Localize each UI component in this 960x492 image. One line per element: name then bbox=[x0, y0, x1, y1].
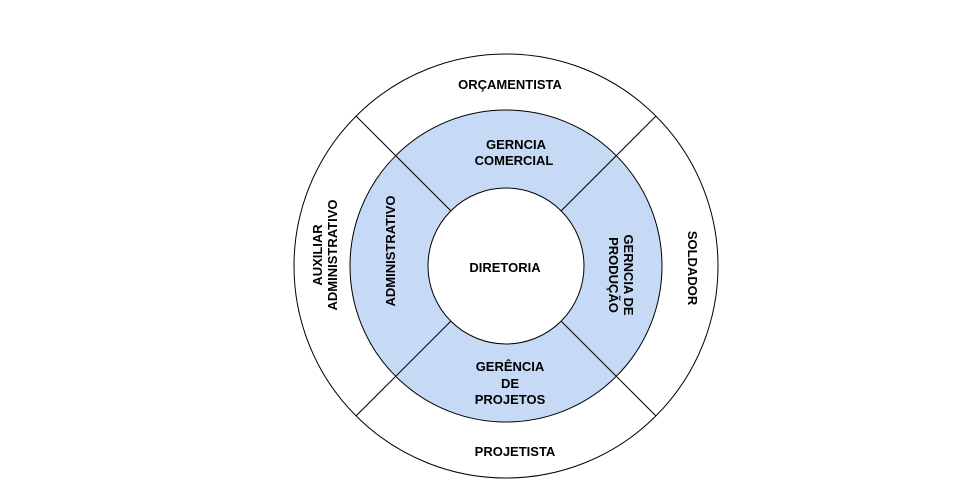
outer-bottom-label: PROJETISTA bbox=[475, 444, 556, 459]
inner-bottom-label-line2: DE bbox=[501, 376, 519, 391]
center-circle bbox=[427, 187, 585, 345]
inner-right-label: GERNCIA DE PRODUÇÃO bbox=[606, 234, 636, 315]
inner-left-label: ADMINISTRATIVO bbox=[383, 196, 398, 307]
inner-top-label-line1: GERNCIA bbox=[486, 137, 547, 152]
outer-left-label-line1: AUXILIAR bbox=[310, 224, 325, 286]
outer-right-label: SOLDADOR bbox=[685, 231, 700, 306]
center-label: DIRETORIA bbox=[469, 260, 541, 275]
inner-bottom-label-line3: PROJETOS bbox=[475, 392, 546, 407]
inner-right-label-line2: PRODUÇÃO bbox=[606, 237, 621, 313]
inner-bottom-label-line1: GERÊNCIA bbox=[476, 359, 545, 374]
outer-left-label-line2: ADMINISTRATIVO bbox=[325, 200, 340, 311]
inner-right-label-line1: GERNCIA DE bbox=[621, 234, 636, 315]
outer-top-label: ORÇAMENTISTA bbox=[458, 77, 562, 92]
divider-bottom-right bbox=[560, 320, 657, 417]
outer-left-label: AUXILIAR ADMINISTRATIVO bbox=[310, 200, 340, 311]
inner-top-label-line2: COMERCIAL bbox=[475, 153, 554, 168]
divider-top-left bbox=[355, 115, 452, 212]
divider-top-right bbox=[560, 115, 657, 212]
divider-bottom-left bbox=[355, 320, 452, 417]
